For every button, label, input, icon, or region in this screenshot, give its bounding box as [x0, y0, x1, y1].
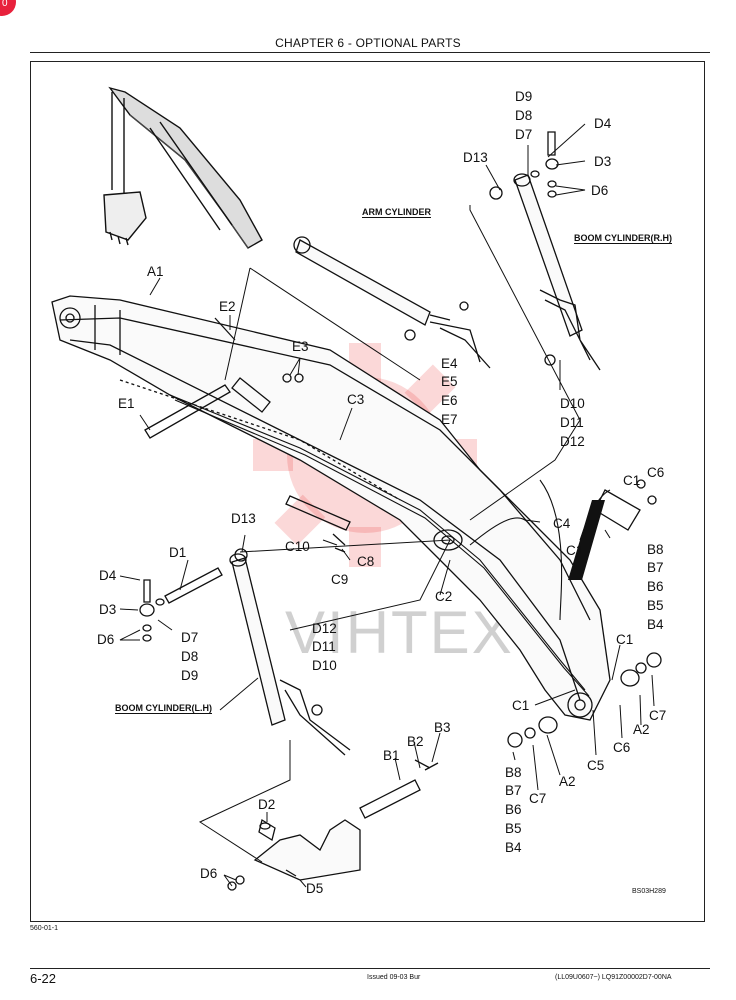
- label-d4a: D4: [594, 116, 612, 131]
- doc-code: 560-01-1: [30, 925, 59, 932]
- label-d13a: D13: [463, 150, 488, 165]
- label-c1c: C1: [616, 632, 634, 647]
- label-c10: C10: [285, 539, 310, 554]
- header-rule: [30, 52, 710, 53]
- boom-cylinder-lh: [229, 548, 351, 756]
- label-e1: E1: [118, 396, 135, 411]
- label-c9: C9: [331, 572, 349, 587]
- label-e4: E4: [441, 356, 458, 371]
- label-a2a: A2: [633, 722, 650, 737]
- label-c1a: C1: [623, 473, 641, 488]
- callout-boom-cylinder-lh: BOOM CYLINDER(L.H): [115, 703, 212, 714]
- label-d5: D5: [306, 881, 324, 896]
- label-d6a: D6: [591, 183, 609, 198]
- chapter-header: CHAPTER 6 - OPTIONAL PARTS: [275, 36, 461, 50]
- label-d11a: D11: [560, 415, 584, 430]
- label-d4b: D4: [99, 568, 117, 583]
- hose-lines: [169, 394, 590, 697]
- label-b3: B3: [434, 720, 451, 735]
- foot-bushings-right: [414, 479, 662, 771]
- pin-hardware-top: [530, 131, 559, 198]
- label-e5: E5: [441, 374, 458, 389]
- pin-e-group: [144, 317, 304, 439]
- label-a1: A1: [147, 264, 164, 279]
- label-c7a: C7: [649, 708, 667, 723]
- label-d7b: D7: [181, 630, 199, 645]
- label-c5: C5: [587, 758, 605, 773]
- label-d13b: D13: [231, 511, 256, 526]
- label-e6: E6: [441, 393, 458, 408]
- label-d12a: D12: [560, 434, 585, 449]
- label-d2: D2: [258, 797, 276, 812]
- footer-page-number: 6-22: [30, 971, 57, 986]
- label-d9b: D9: [181, 668, 199, 683]
- label-e3: E3: [292, 339, 309, 354]
- figure-code: BS03H289: [632, 888, 666, 895]
- label-e7: E7: [441, 412, 458, 427]
- label-d8b: D8: [181, 649, 199, 664]
- label-c3: C3: [347, 392, 365, 407]
- arm-cylinder: [293, 236, 491, 369]
- footer-ref: (LL09U0607~) LQ91Z00002D7-00NA: [555, 974, 672, 981]
- label-d3b: D3: [99, 602, 117, 617]
- label-c1d: C1: [512, 698, 530, 713]
- label-c4: C4: [553, 516, 571, 531]
- label-b6a: B6: [647, 579, 664, 594]
- label-b5b: B5: [505, 821, 522, 836]
- label-d7a: D7: [515, 127, 533, 142]
- boom-foot-bracket: [227, 779, 421, 891]
- boom-body: [51, 295, 611, 721]
- label-e2: E2: [219, 299, 236, 314]
- label-b1: B1: [383, 748, 400, 763]
- label-d9a: D9: [515, 89, 533, 104]
- label-b4a: B4: [647, 617, 664, 632]
- pin-hardware-left: [139, 567, 223, 642]
- label-d8a: D8: [515, 108, 533, 123]
- label-d12b: D12: [312, 621, 337, 636]
- label-c1b: C1: [566, 543, 584, 558]
- badge-text: 0: [2, 0, 8, 9]
- callout-arm-cylinder: ARM CYLINDER: [362, 207, 431, 218]
- boom-cylinder-rh: [489, 173, 601, 371]
- label-b8a: B8: [647, 542, 664, 557]
- watermark-text: VIHTEX: [285, 599, 514, 666]
- leader-lines: [119, 123, 655, 888]
- label-d1: D1: [169, 545, 187, 560]
- callout-boom-cylinder-rh: BOOM CYLINDER(R.H): [574, 233, 672, 244]
- label-b7b: B7: [505, 783, 522, 798]
- footer-rule: [30, 968, 710, 969]
- excavator-thumbnail: [103, 86, 263, 249]
- label-b6b: B6: [505, 802, 522, 817]
- label-d10a: D10: [560, 396, 585, 411]
- label-b4b: B4: [505, 840, 522, 855]
- label-c6b: C6: [613, 740, 631, 755]
- label-c6a: C6: [647, 465, 665, 480]
- label-d3a: D3: [594, 154, 612, 169]
- label-d6b: D6: [97, 632, 115, 647]
- footer-issue: Issued 09-03 Bur: [367, 974, 421, 981]
- label-d10b: D10: [312, 658, 337, 673]
- label-c2: C2: [435, 589, 453, 604]
- label-c8: C8: [357, 554, 375, 569]
- diagram-frame: [30, 61, 705, 922]
- label-b5a: B5: [647, 598, 664, 613]
- label-d11b: D11: [312, 639, 336, 654]
- label-d6c: D6: [200, 866, 218, 881]
- label-b2: B2: [407, 734, 424, 749]
- label-a2b: A2: [559, 774, 576, 789]
- label-b8b: B8: [505, 765, 522, 780]
- label-c7b: C7: [529, 791, 547, 806]
- label-b7a: B7: [647, 560, 664, 575]
